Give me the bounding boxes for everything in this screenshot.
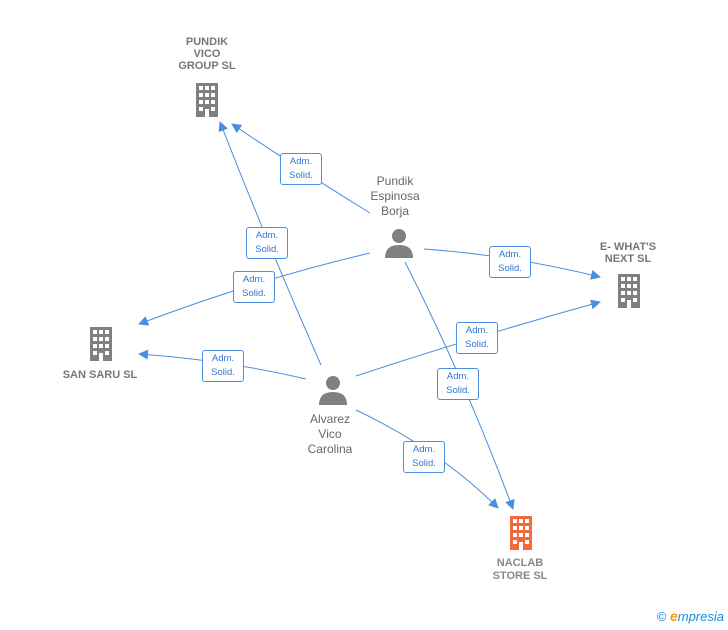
brand-watermark: © empresia: [657, 608, 724, 624]
edge-label: Adm.Solid.: [437, 368, 479, 400]
person-icon[interactable]: [384, 228, 414, 258]
edge-label: Adm.Solid.: [456, 322, 498, 354]
person-label-pundik-espinosa[interactable]: Pundik Espinosa Borja: [370, 174, 420, 218]
person-label-alvarez-vico[interactable]: Alvarez Vico Carolina: [307, 412, 353, 456]
brand-name: mpresia: [677, 609, 724, 624]
building-icon[interactable]: [87, 327, 115, 361]
building-icon[interactable]: [615, 274, 643, 308]
company-label-san-saru[interactable]: SAN SARU SL: [62, 369, 138, 381]
edge-label: Adm.Solid.: [202, 350, 244, 382]
edge-label: Adm.Solid.: [403, 441, 445, 473]
edge-label: Adm.Solid.: [233, 271, 275, 303]
edge-label: Adm.Solid.: [246, 227, 288, 259]
edge-label: Adm.Solid.: [280, 153, 322, 185]
edge-label: Adm.Solid.: [489, 246, 531, 278]
company-label-naclab-store[interactable]: NACLAB STORE SL: [492, 557, 548, 582]
company-label-e-whats-next[interactable]: E- WHAT'S NEXT SL: [599, 241, 657, 265]
company-label-pundik-vico-group[interactable]: PUNDIK VICO GROUP SL: [178, 36, 236, 72]
building-icon[interactable]: [193, 83, 221, 117]
person-icon[interactable]: [318, 375, 348, 405]
copyright-symbol: ©: [656, 609, 667, 624]
brand-initial: e: [669, 608, 678, 624]
building-icon-highlighted[interactable]: [507, 516, 535, 550]
